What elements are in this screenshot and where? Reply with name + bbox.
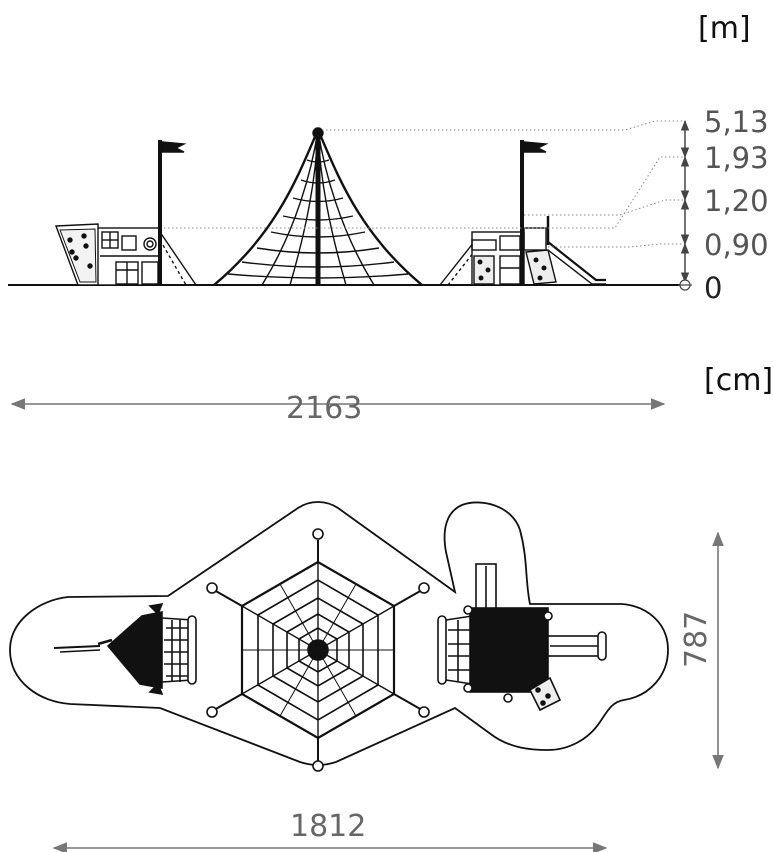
elevation-unit-label: [m] xyxy=(698,11,751,46)
ship-tower-elevation xyxy=(55,140,197,286)
level-label-0-90: 0,90 xyxy=(704,228,769,262)
level-label-5-13: 5,13 xyxy=(704,105,769,139)
ground-datum-symbol xyxy=(678,279,692,291)
level-label-1-93: 1,93 xyxy=(704,141,769,175)
level-label-1-20: 1,20 xyxy=(704,184,769,218)
level-label-0: 0 xyxy=(704,271,723,305)
footprint-width-label: 787 xyxy=(679,610,714,668)
safety-zone-outline xyxy=(9,501,669,766)
elevation-view xyxy=(8,119,692,291)
ship-tower-plan xyxy=(53,602,197,696)
net-pyramid-elevation xyxy=(213,127,423,286)
level-leaders xyxy=(164,120,685,248)
plan-unit-label: [cm] xyxy=(704,363,774,398)
plan-view xyxy=(9,501,669,772)
overall-length-label: 2163 xyxy=(286,391,363,426)
slide-tower-elevation xyxy=(439,140,606,286)
spider-net-plan xyxy=(206,528,430,772)
footprint-length-label: 1812 xyxy=(290,809,367,844)
slide-tower-plan xyxy=(437,563,607,712)
